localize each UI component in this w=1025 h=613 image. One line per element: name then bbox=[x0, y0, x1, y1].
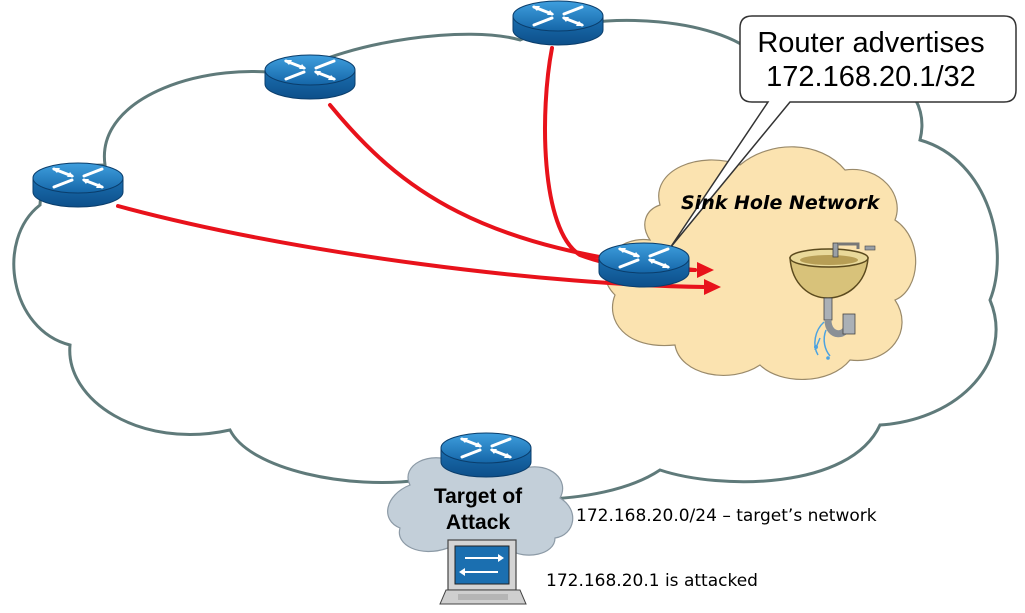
target-label-line-1: Target of bbox=[433, 485, 523, 508]
attacked-host-label: 172.168.20.1 is attacked bbox=[546, 571, 758, 591]
sinkhole-cloud bbox=[604, 146, 917, 381]
sinkhole-network-label: Sink Hole Network bbox=[681, 192, 880, 214]
router-icon bbox=[511, 0, 605, 47]
arrowhead-icon bbox=[697, 262, 714, 278]
callout-line-1: Router advertises bbox=[757, 27, 985, 59]
router-icon bbox=[597, 241, 691, 289]
router-icon bbox=[263, 53, 357, 101]
arrowhead-icon bbox=[704, 279, 721, 295]
router-icon bbox=[31, 161, 125, 209]
target-label-line-2: Attack bbox=[445, 511, 511, 534]
callout-bubble bbox=[669, 15, 1017, 249]
router-icon bbox=[439, 431, 533, 479]
target-network-label: 172.168.20.0/24 – target’s network bbox=[576, 506, 877, 526]
sink-icon bbox=[789, 242, 876, 360]
callout-text: Router advertises 172.168.20.1/32 bbox=[742, 26, 1000, 94]
target-of-attack-label: Target of Attack bbox=[414, 484, 542, 536]
computer-icon bbox=[439, 539, 527, 605]
callout-line-2: 172.168.20.1/32 bbox=[766, 61, 976, 93]
